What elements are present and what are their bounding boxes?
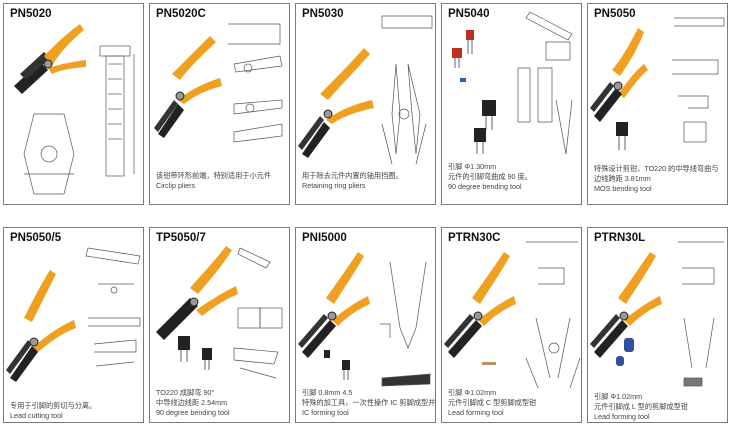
tool-card-pn5020: PN5020: [3, 3, 144, 205]
product-code: PN5050/5: [10, 232, 62, 244]
product-code: PNI5000: [302, 232, 347, 244]
product-code: PN5040: [448, 8, 490, 20]
product-code: PTRN30L: [594, 232, 646, 244]
pliers-illustration: [452, 11, 573, 155]
tool-card-tp5050-7: TP5050/7 TO220 成脚弯 90°中导线边线距 2.54mm 90 d…: [149, 227, 290, 423]
pliers-illustration: [14, 24, 135, 195]
pliers-illustration: [298, 252, 431, 387]
product-code: PN5020: [10, 8, 52, 20]
product-code: PN5020C: [156, 8, 206, 20]
pliers-illustration: [298, 15, 433, 165]
product-code: PTRN30C: [448, 232, 501, 244]
product-code: PN5030: [302, 8, 344, 20]
tool-card-pn5050-5: PN5050/5 专用于引脚的剪切与分离。Lead cutting tool: [3, 227, 144, 423]
pliers-illustration: [156, 246, 283, 379]
product-code: PN5050: [594, 8, 636, 20]
pliers-illustration: [154, 23, 283, 143]
pliers-illustration: [444, 241, 581, 389]
tool-description: 用于除去元件内置的轴用挡圈。Retaining ring pliers: [302, 171, 403, 190]
tool-card-pn5030: PN5030 用于除去元件内置的轴用挡圈。Retaining ring plie…: [295, 3, 436, 205]
pliers-illustration: [6, 247, 141, 382]
tool-description: 专用于引脚的剪切与分离。Lead cutting tool: [10, 401, 97, 420]
product-code: TP5050/7: [156, 232, 206, 244]
tool-description: TO220 成脚弯 90°中导线边线距 2.54mm 90 degree ben…: [156, 388, 230, 417]
pliers-illustration: [590, 241, 724, 387]
pliers-illustration: [590, 17, 725, 150]
